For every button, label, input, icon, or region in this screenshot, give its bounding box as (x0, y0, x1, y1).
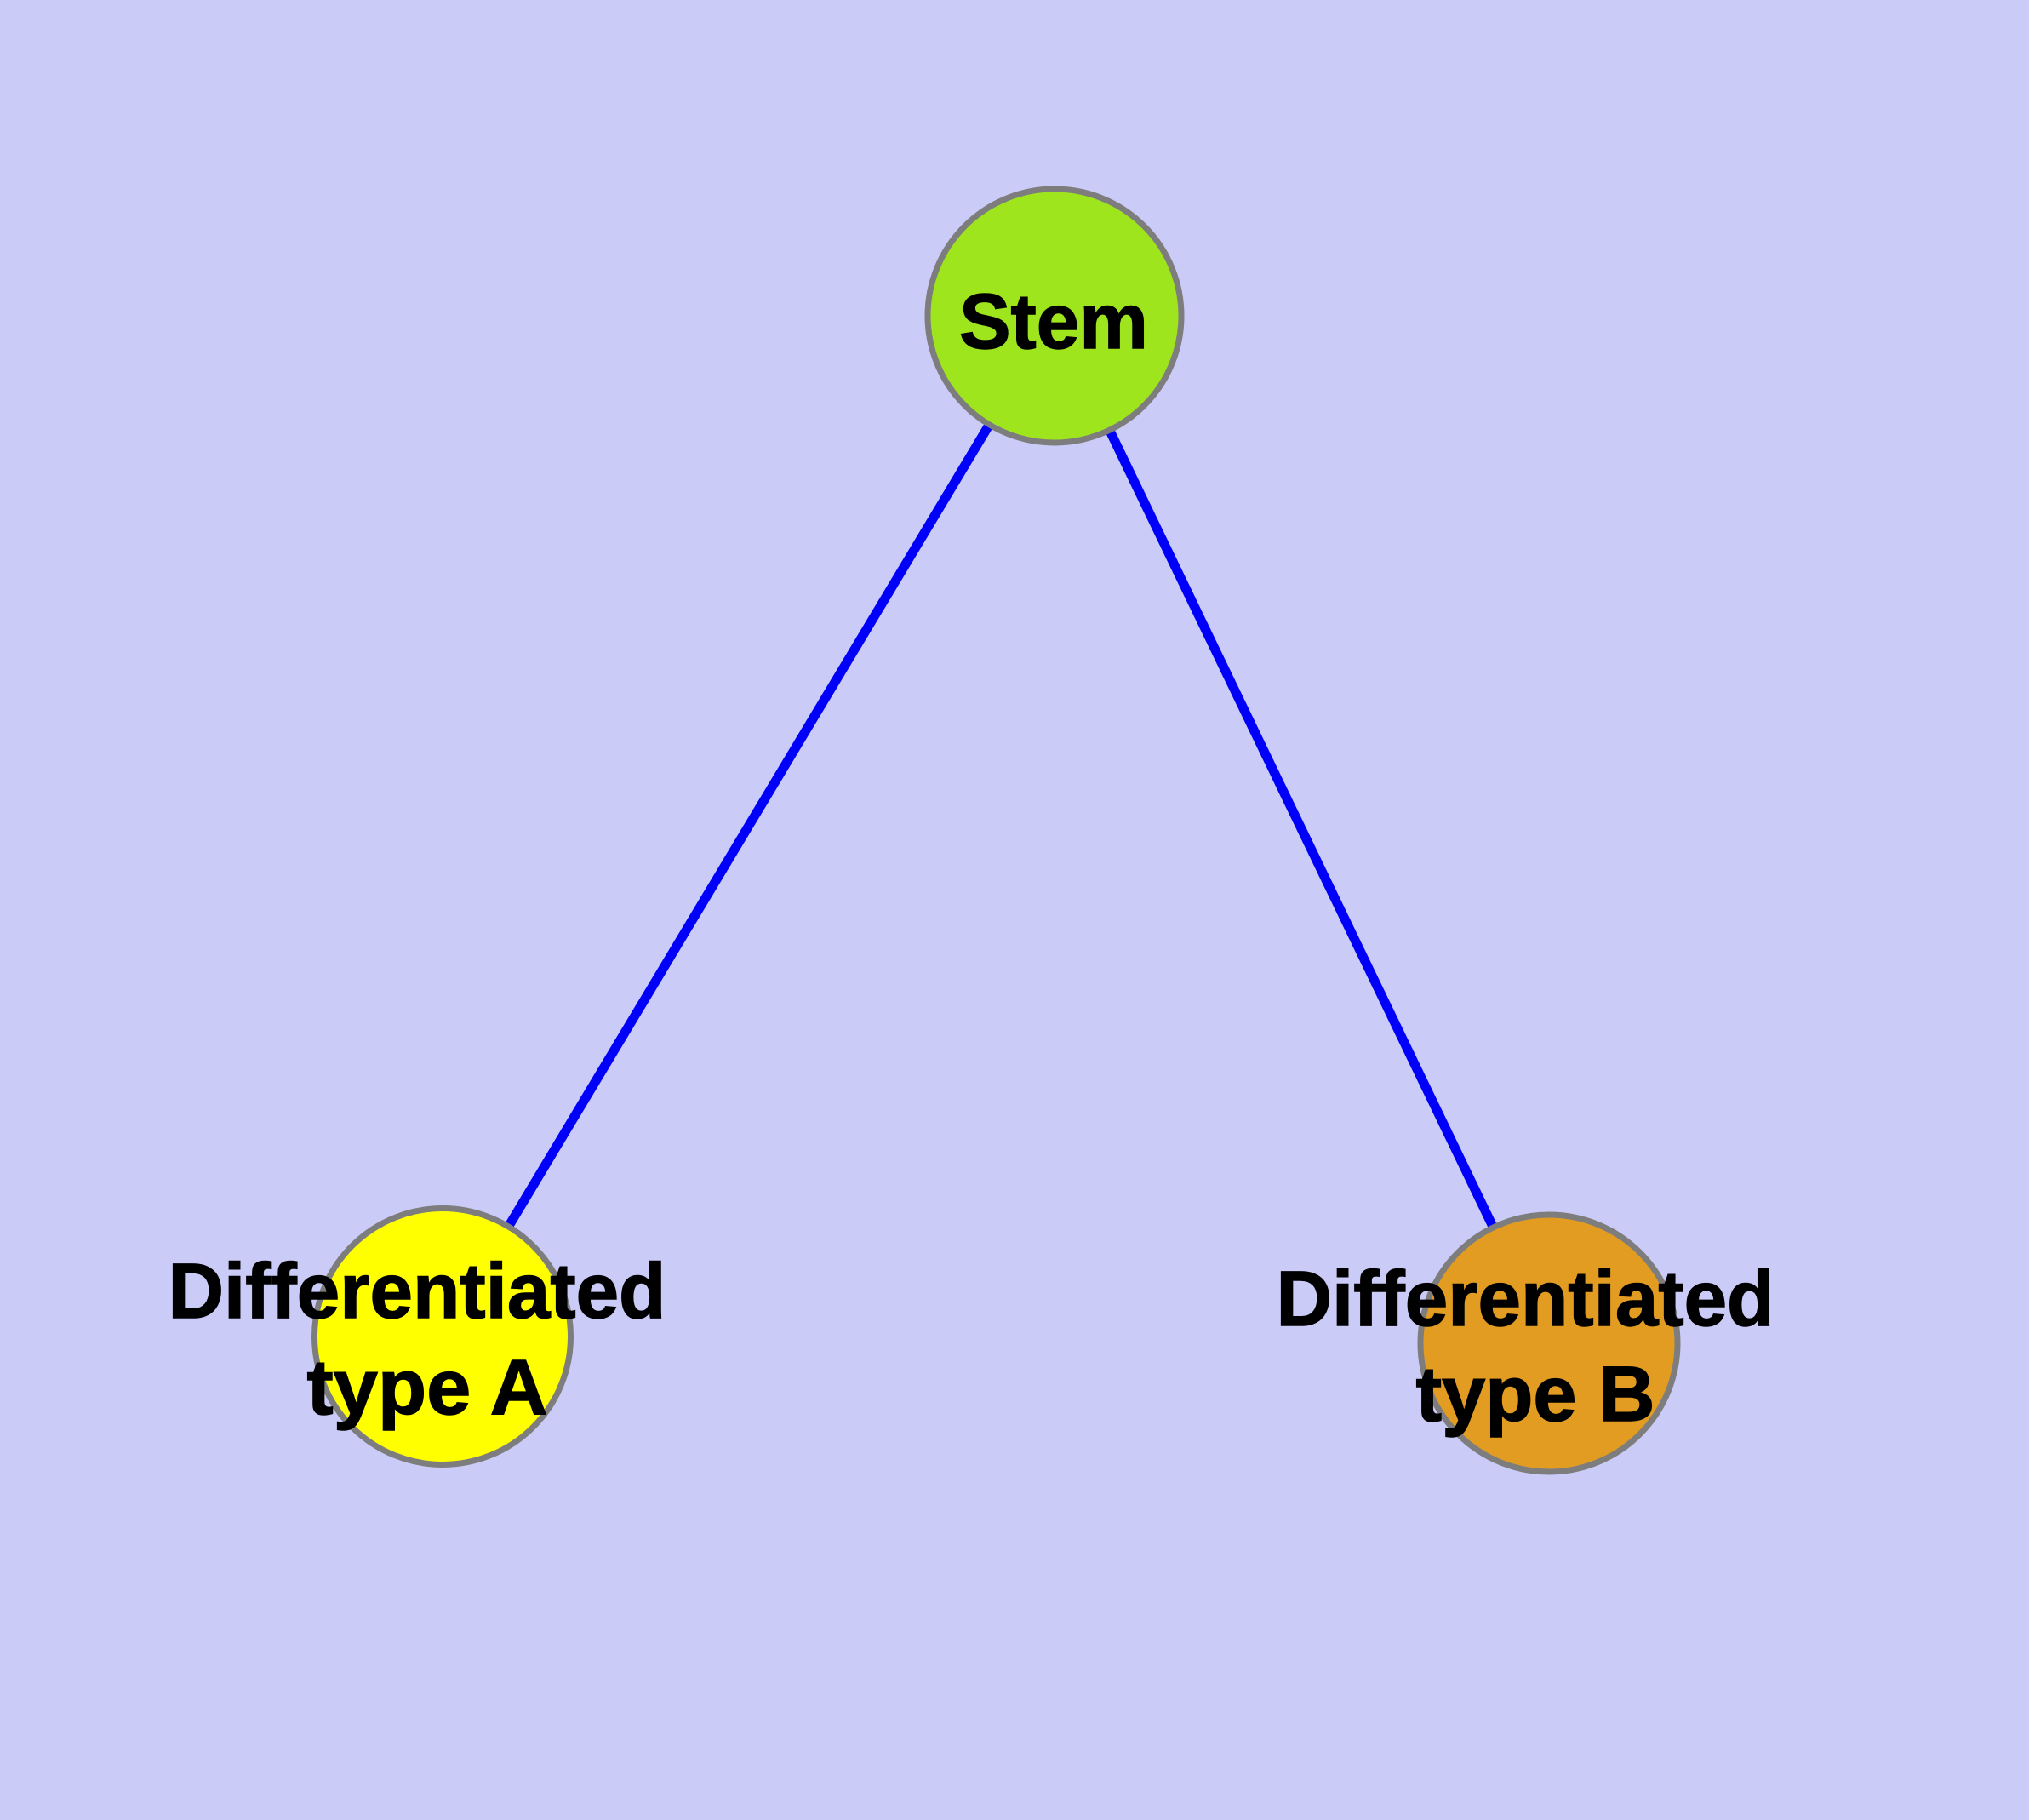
svg-text:Stem: Stem (959, 278, 1148, 365)
svg-text:type A: type A (307, 1344, 548, 1431)
svg-text:type B: type B (1416, 1351, 1655, 1438)
svg-text:Differentiated: Differentiated (1277, 1256, 1775, 1342)
svg-text:Differentiated: Differentiated (169, 1248, 666, 1335)
